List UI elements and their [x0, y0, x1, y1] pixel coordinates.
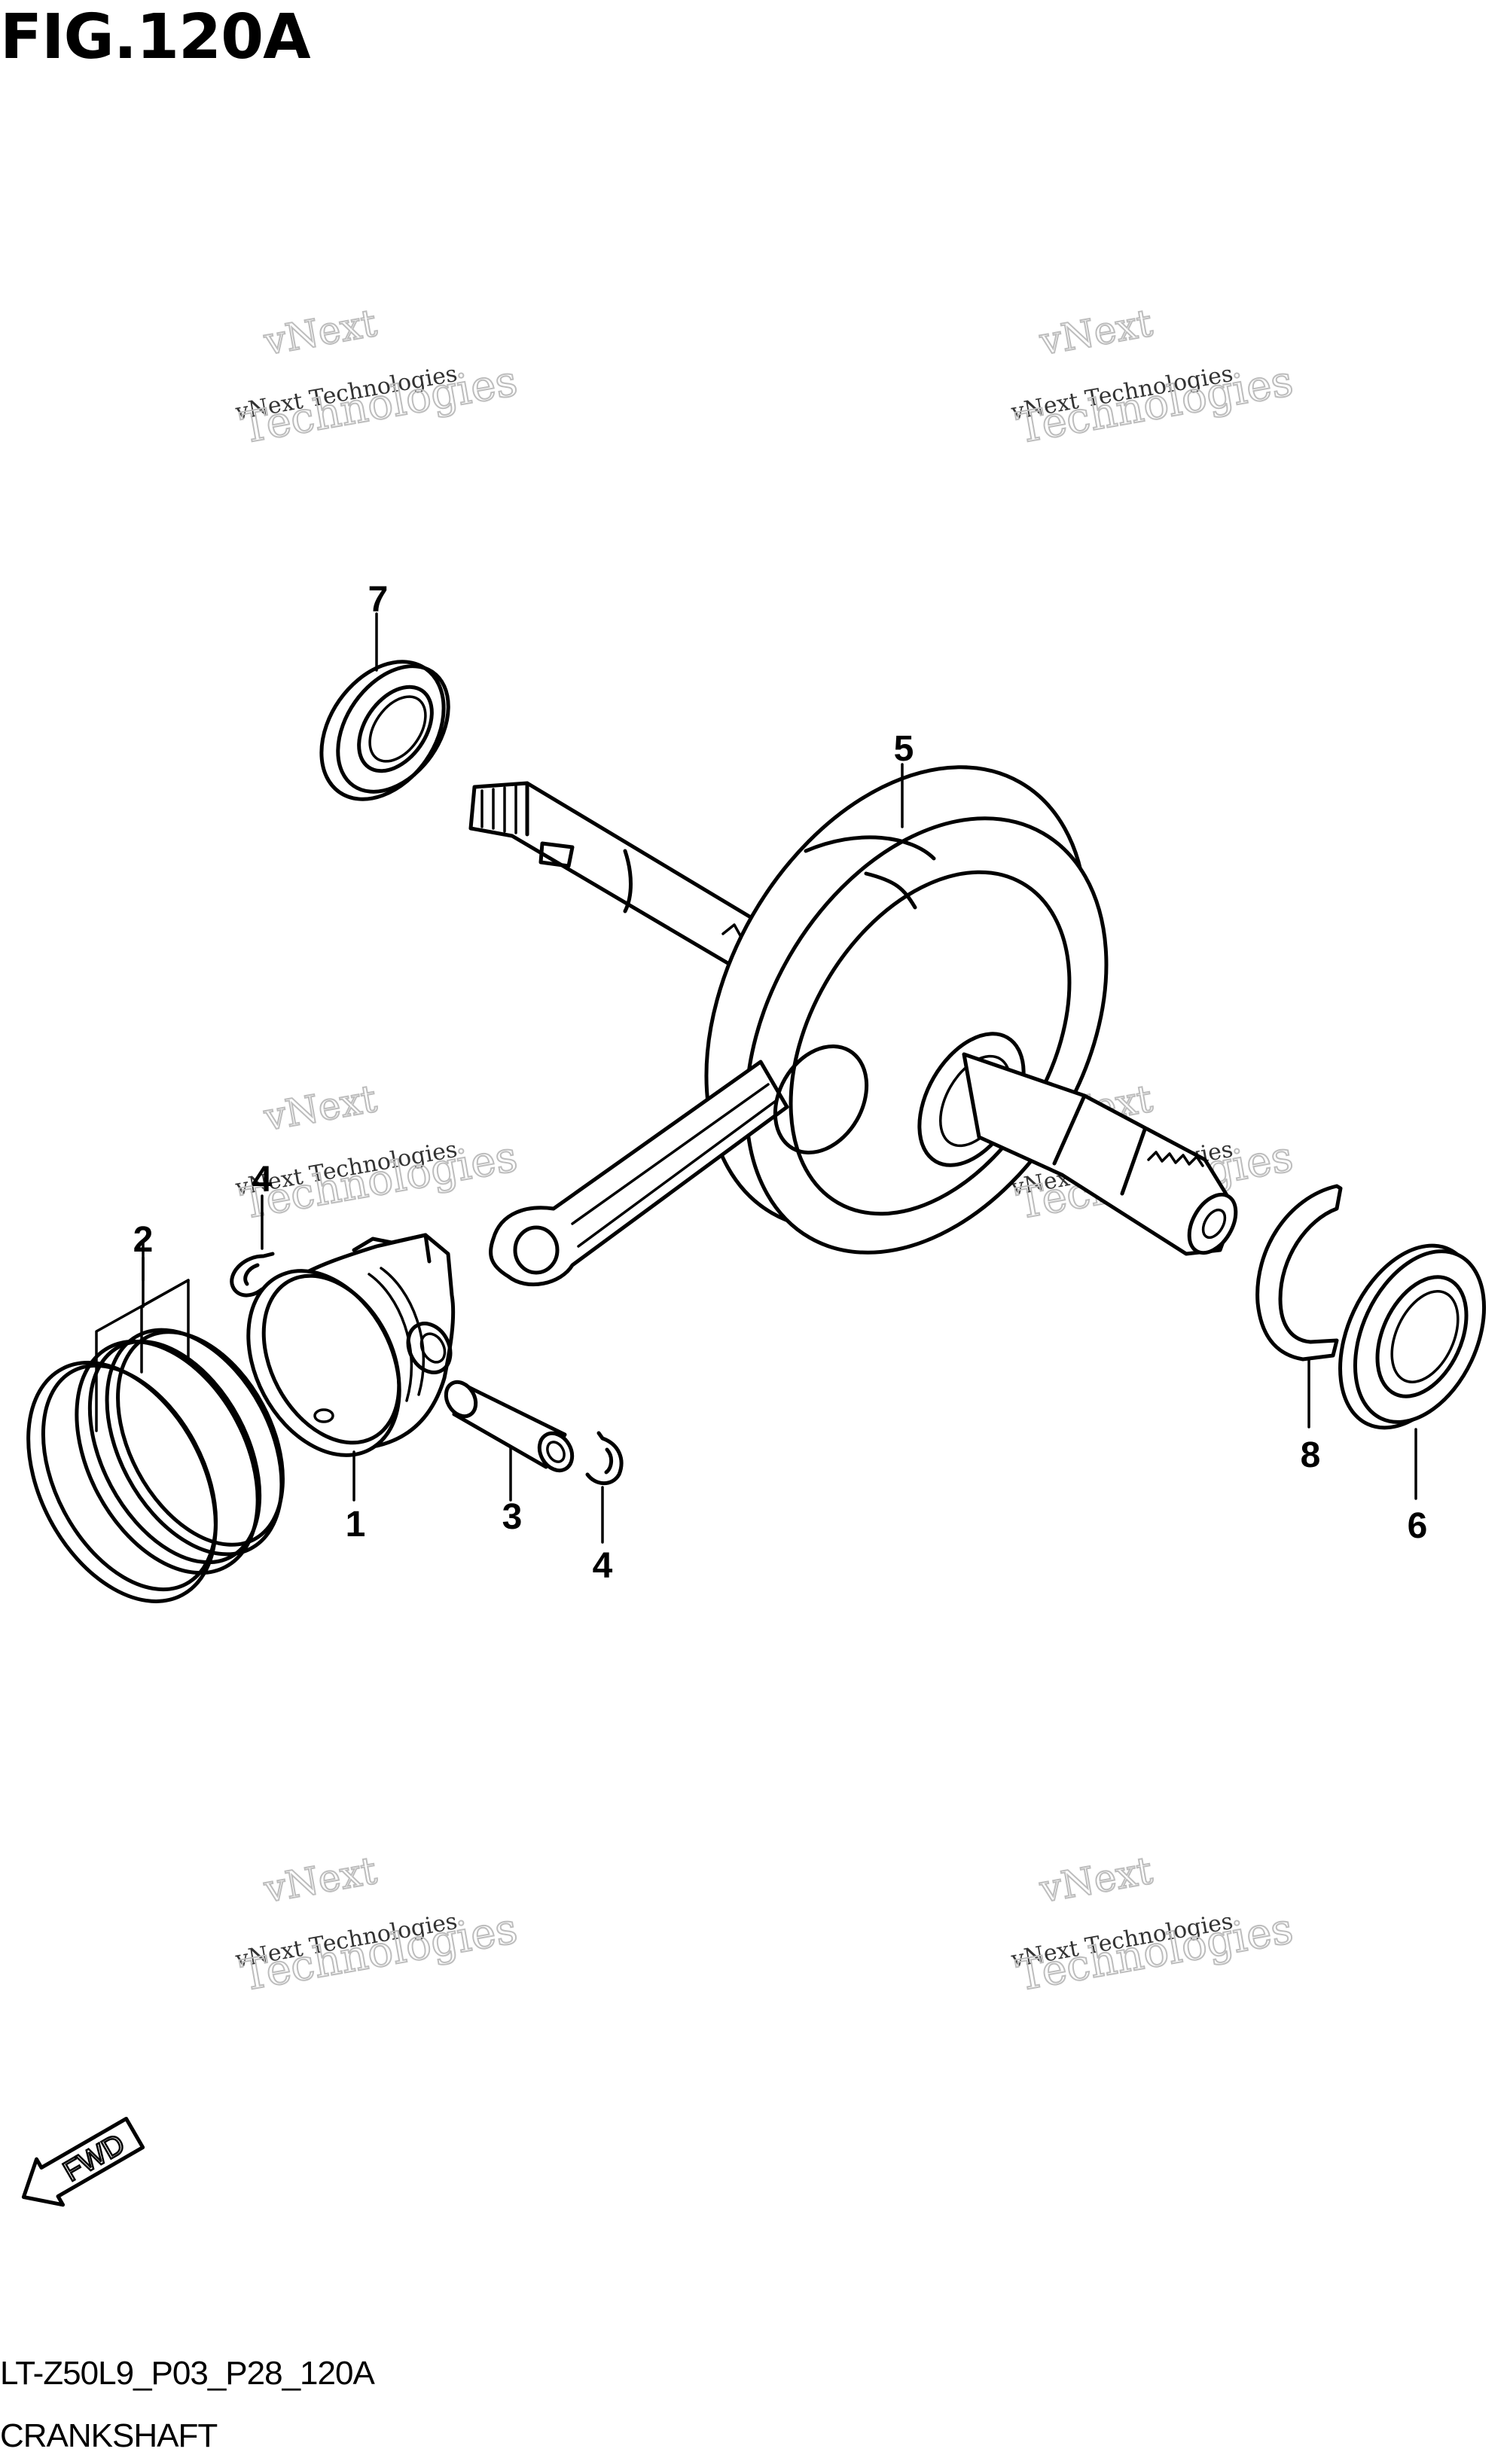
watermark-top-right: vNext vNext Technologies Technologies [1008, 300, 1297, 454]
piston-ring-set-part-2[interactable] [0, 1241, 317, 1633]
watermark-bottom-right: vNext vNext Technologies Technologies [1008, 1848, 1297, 2002]
callout-5: 5 [894, 729, 914, 769]
callout-4-left: 4 [252, 1160, 273, 1200]
figure-code: LT-Z50L9_P03_P28_120A [0, 2355, 375, 2392]
watermark-technologies: Technologies [237, 1133, 520, 1229]
watermark-technologies: Technologies [237, 1904, 520, 2001]
watermark-technologies: Technologies [237, 357, 520, 453]
callout-6: 6 [1408, 1506, 1428, 1546]
callout-4-right: 4 [593, 1546, 613, 1586]
watermark-vnext: vNext [1036, 1849, 1156, 1911]
watermark-top-left: vNext vNext Technologies Technologies [233, 300, 521, 454]
watermark-bottom-left: vNext vNext Technologies Technologies [233, 1848, 521, 2002]
leader-lines [142, 612, 1417, 1544]
snap-ring-part-8[interactable] [1255, 1184, 1343, 1362]
callout-3: 3 [502, 1497, 523, 1537]
watermark-vnext: vNext [261, 1077, 380, 1139]
piston-pin-part-3[interactable] [440, 1377, 578, 1476]
crankshaft-part-5[interactable] [468, 700, 1246, 1316]
callout-2: 2 [133, 1220, 154, 1260]
watermark-technologies: Technologies [1013, 357, 1296, 453]
oil-seal-part-7[interactable] [296, 639, 471, 822]
watermark-vnext: vNext [1036, 301, 1156, 364]
callout-8: 8 [1301, 1435, 1321, 1475]
circlip-right-part-4[interactable] [585, 1431, 624, 1486]
watermark-mid-left: vNext vNext Technologies Technologies [233, 1076, 521, 1230]
fwd-direction-arrow: FWD [21, 2116, 145, 2207]
circlip-left-part-4[interactable] [230, 1252, 275, 1298]
watermark-technologies: Technologies [1013, 1904, 1296, 2001]
piston-part-1[interactable] [218, 1233, 459, 1481]
callout-1: 1 [346, 1505, 366, 1545]
watermark-vnext: vNext [261, 1849, 380, 1911]
figure-caption: CRANKSHAFT [0, 2417, 218, 2454]
callout-7: 7 [368, 580, 389, 620]
bearing-part-6[interactable] [1313, 1224, 1509, 1450]
figure-title: FIG.120A [0, 2, 311, 73]
watermark-vnext: vNext [261, 301, 380, 364]
